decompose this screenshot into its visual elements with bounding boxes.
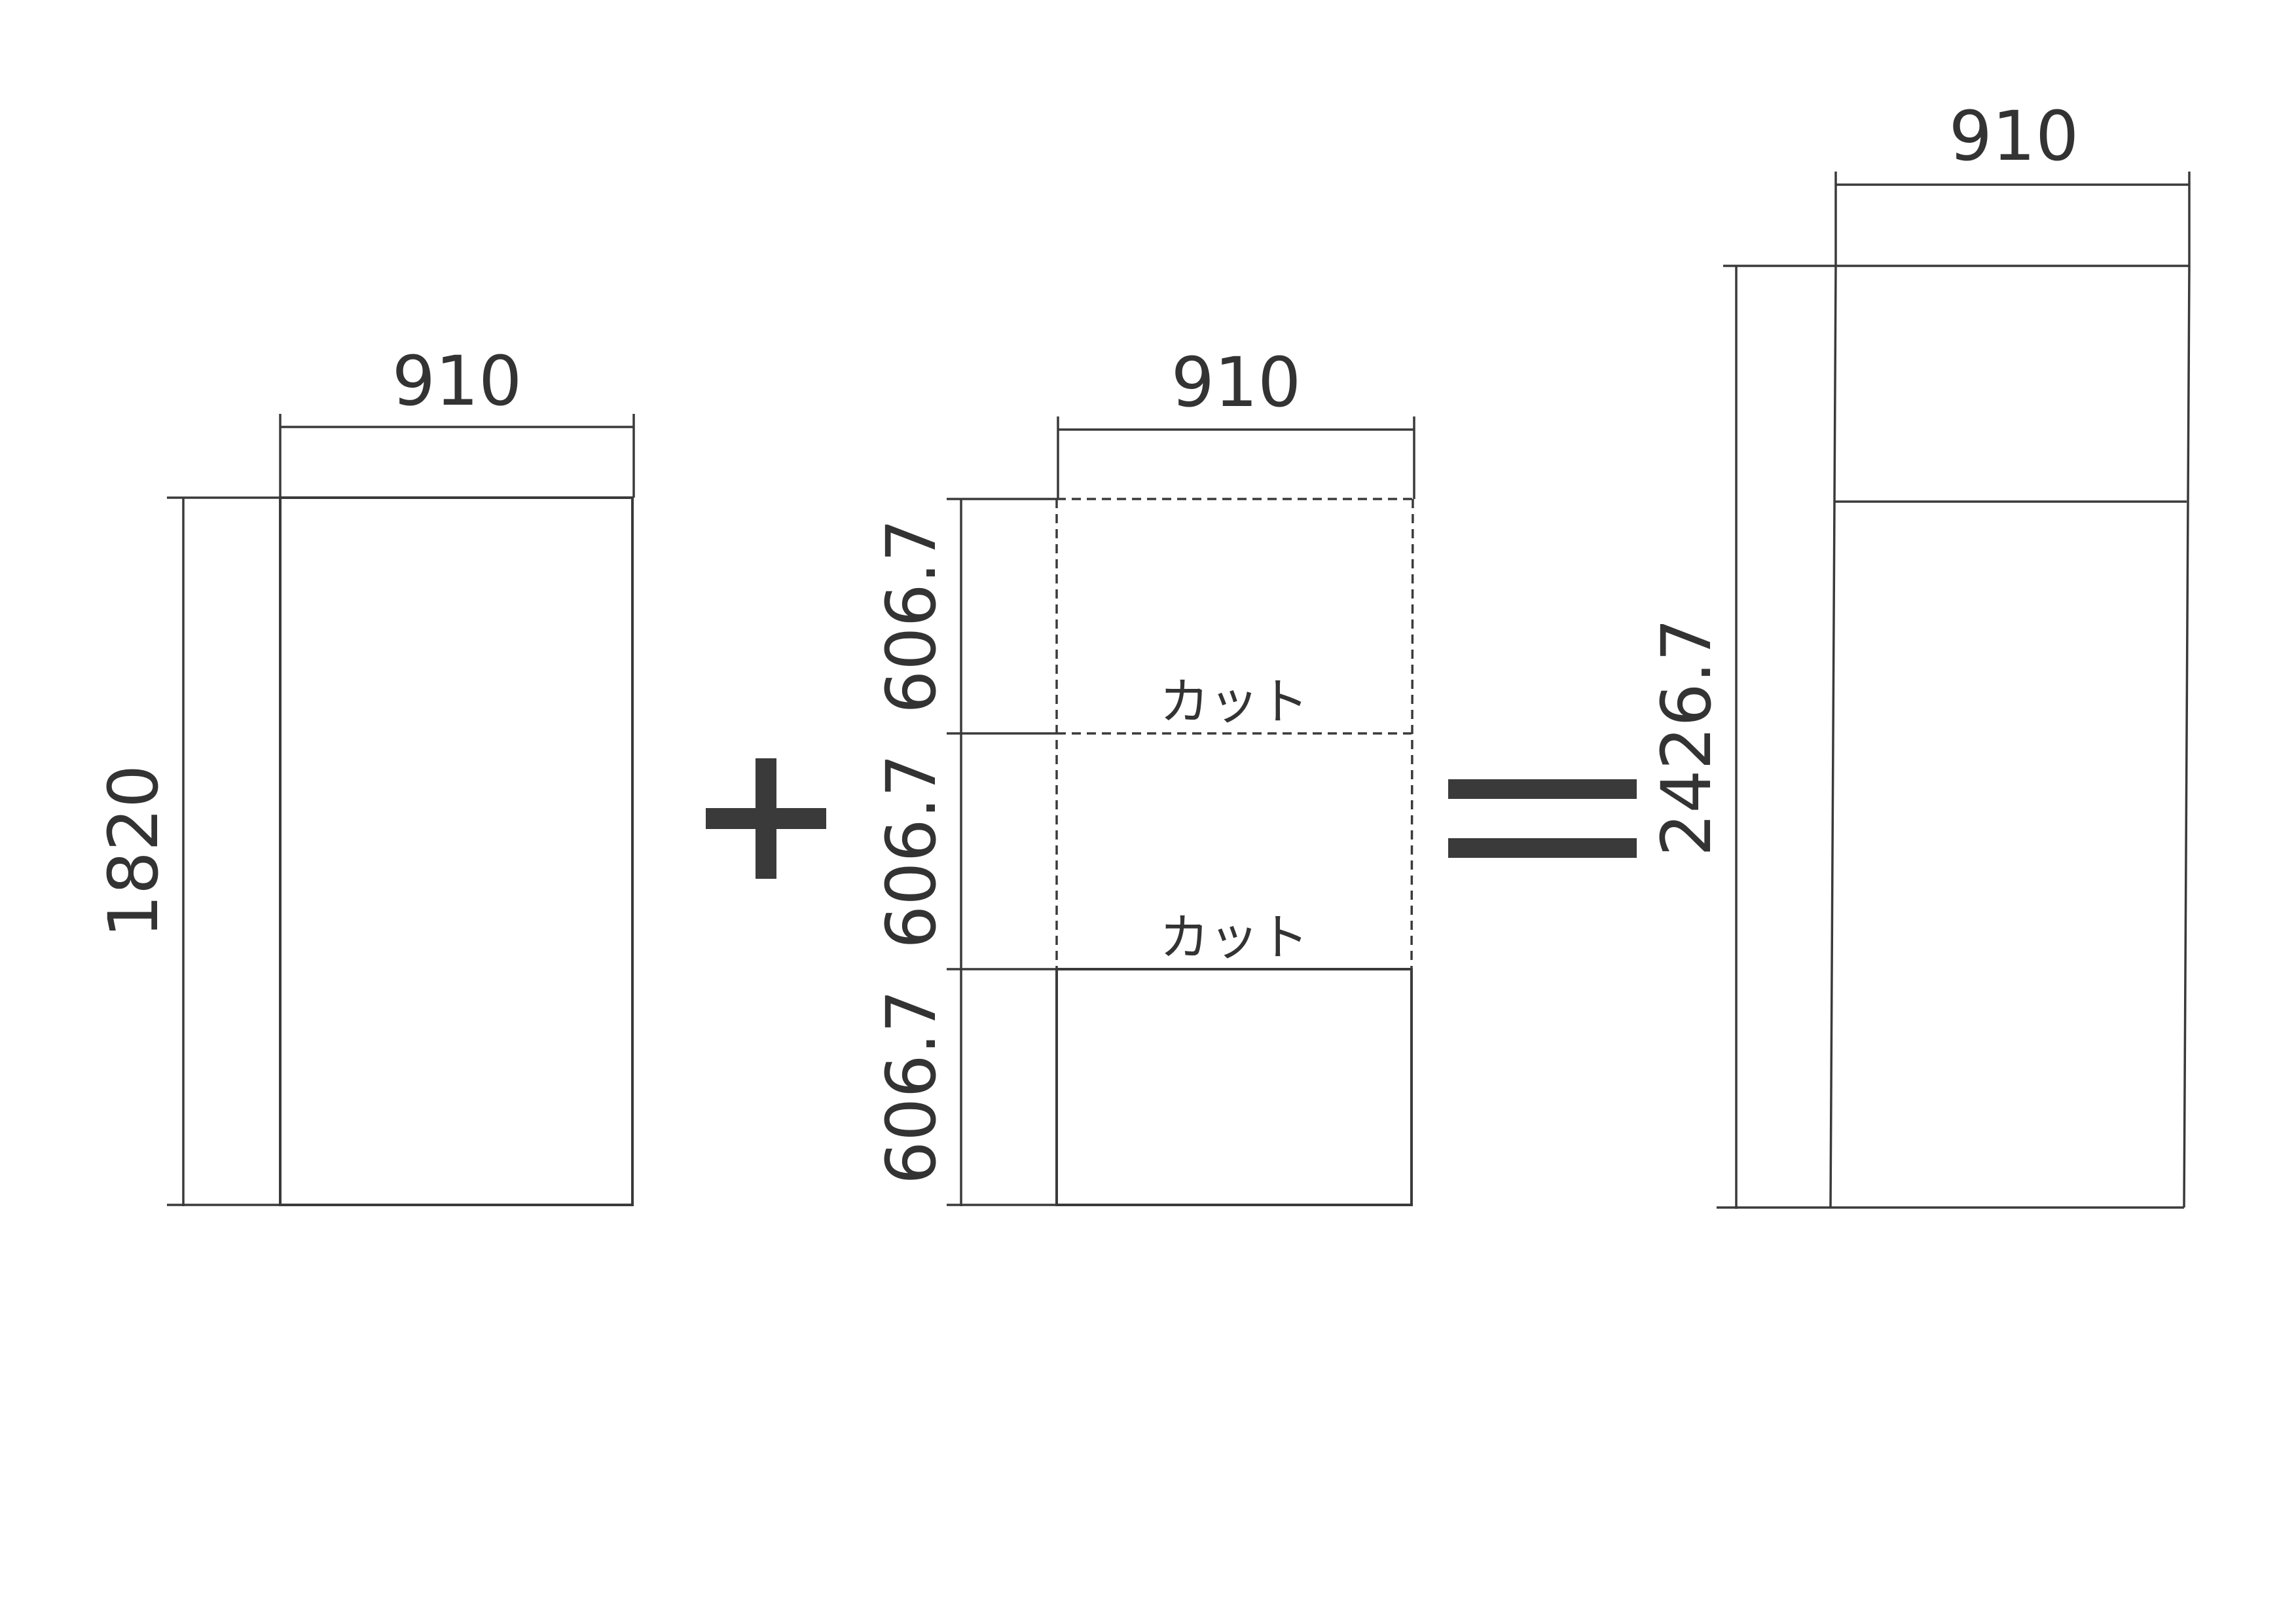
panel-b-right-dashed-edge [1410,498,1414,970]
panel-b-width-label: 910 [1171,342,1302,422]
panel-c-height-label: 2426.7 [1647,618,1726,857]
plus-operator-vertical-bar [756,758,776,879]
equals-operator: = [1448,779,1637,858]
equals-operator-top-bar [1448,779,1637,799]
panel-a-board [279,496,634,1206]
panel-a-height-label: 1820 [94,765,173,938]
panel-b-remaining-segment [1055,968,1413,1206]
panel-c: 910 2426.7 [1647,96,2191,1209]
panel-b-cut-label-1: カット [1159,673,1309,731]
panel-c-left-edge [1829,265,1837,1208]
panel-c-width-label: 910 [1949,96,2079,176]
panel-b-cut-label-2: カット [1159,908,1309,967]
panel-c-right-edge [2183,265,2191,1208]
panel-b-segment-label-1: 606.7 [871,519,951,714]
panel-a-width-label: 910 [392,341,522,421]
panel-a: 910 1820 [94,341,635,1206]
equals-operator-bottom-bar [1448,838,1637,858]
panel-b: 910 606.7 606.7 606.7 カット カット [871,342,1415,1206]
plus-operator: + [706,758,826,879]
panel-b-segment-label-2: 606.7 [871,754,951,949]
panel-b-segment-label-3: 606.7 [871,989,951,1185]
